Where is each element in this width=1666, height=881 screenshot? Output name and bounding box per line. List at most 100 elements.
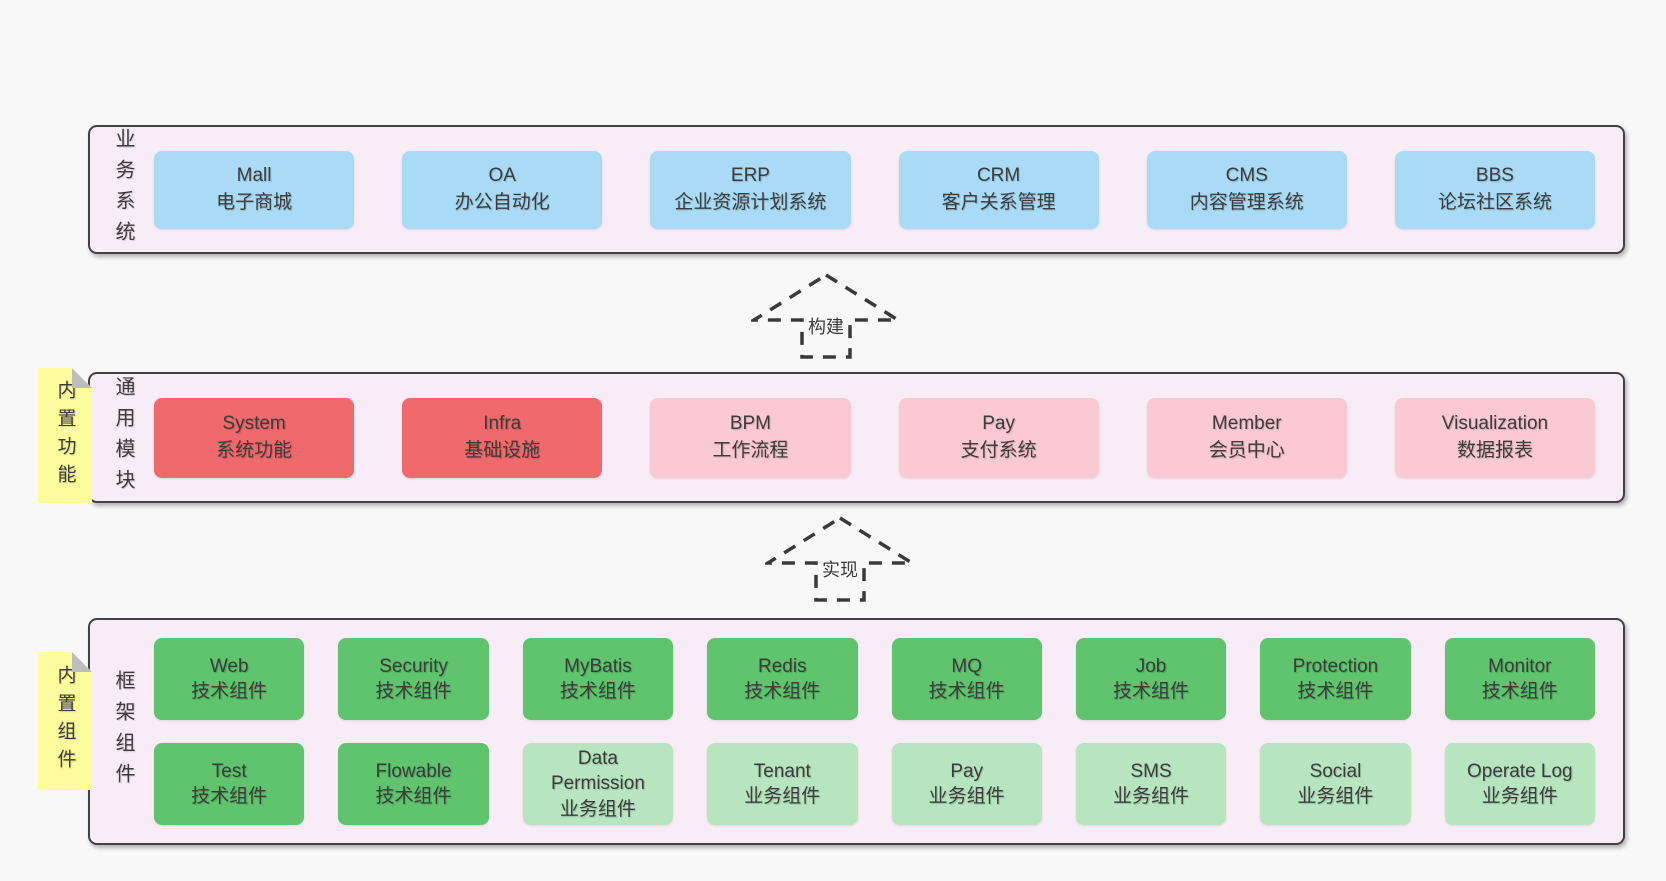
box-tenant: Tenant 业务组件 [707,743,858,825]
arrow-implement: 实现 [765,515,915,603]
box-pay-component: Pay 业务组件 [891,743,1042,825]
box-visualization: Visualization 数据报表 [1394,397,1596,478]
box-subtitle: 论坛社区系统 [1437,191,1552,213]
box-subtitle: 会员中心 [1208,439,1285,461]
box-subtitle: 业务组件 [1297,786,1374,807]
box-monitor: Monitor 技术组件 [1444,638,1595,720]
box-title: Operate Log [1466,760,1573,782]
box-bpm: BPM 工作流程 [650,397,851,478]
box-title: Test [211,760,247,782]
box-erp: ERP 企业资源计划系统 [650,150,851,229]
box-protection: Protection 技术组件 [1260,638,1411,720]
box-title: MQ [951,655,982,677]
box-subtitle: 业务组件 [928,786,1005,807]
sticky-label: 内置功能 [54,379,76,492]
box-subtitle: 技术组件 [191,681,268,702]
box-title: Monitor [1488,655,1552,677]
box-title: SMS [1130,760,1172,782]
box-subtitle: 技术组件 [1113,681,1190,702]
box-title: CRM [976,164,1021,186]
box-subtitle: 技术组件 [375,786,452,807]
box-subtitle: 技术组件 [928,681,1005,702]
box-mall: Mall 电子商城 [154,150,355,229]
box-oa: OA 办公自动化 [402,150,603,229]
box-title: Flowable [375,760,452,782]
box-subtitle: 技术组件 [744,681,821,702]
box-title: Visualization [1441,412,1549,434]
box-title: Mall [236,164,272,186]
sticky-label: 内置组件 [54,665,76,777]
box-subtitle: 办公自动化 [454,191,550,213]
arrow-build: 构建 [751,272,901,360]
box-security: Security 技术组件 [338,638,489,720]
box-subtitle: 内容管理系统 [1189,191,1304,213]
box-title: Social [1309,760,1362,782]
box-crm: CRM 客户关系管理 [898,150,1099,229]
box-title: OA [488,164,516,186]
box-title: Protection [1292,655,1379,677]
layer-label-business: 业务系统 [112,127,134,252]
box-title: Redis [758,655,807,677]
arrow-implement-label: 实现 [818,555,862,583]
dashed-up-arrow-icon [765,515,915,602]
modules-box-row: System 系统功能 Infra 基础设施 BPM 工作流程 Pay 支付系统… [154,397,1596,478]
box-subtitle: 技术组件 [1297,681,1374,702]
box-subtitle: 支付系统 [960,439,1037,461]
business-box-row: Mall 电子商城 OA 办公自动化 ERP 企业资源计划系统 CRM 客户关系… [154,150,1596,229]
box-title: System [222,412,286,434]
box-bbs: BBS 论坛社区系统 [1394,150,1596,229]
box-subtitle: 技术组件 [559,681,636,702]
box-title: Security [379,655,448,677]
box-subtitle: 技术组件 [191,786,268,807]
box-title: Web [209,655,249,677]
box-sms: SMS 业务组件 [1075,743,1227,825]
box-title: ERP [730,164,770,186]
box-pay-module: Pay 支付系统 [898,397,1099,478]
box-redis: Redis 技术组件 [707,638,858,720]
box-member: Member 会员中心 [1146,397,1347,478]
box-title: Job [1135,655,1167,677]
box-title: Pay [950,760,984,782]
box-system: System 系统功能 [154,397,355,478]
box-subtitle: 基础设施 [464,439,541,461]
box-subtitle: 技术组件 [375,681,452,702]
box-subtitle: 业务组件 [1481,786,1558,807]
box-title: Tenant [753,760,811,782]
box-title: MyBatis [564,655,632,677]
box-title: Data Permission [550,748,645,795]
layer-label-modules: 通用模块 [112,375,134,500]
layer-business-systems: 业务系统 Mall 电子商城 OA 办公自动化 ERP 企业资源计划系统 CRM… [88,125,1625,254]
box-subtitle: 客户关系管理 [941,191,1056,213]
box-job: Job 技术组件 [1075,638,1227,720]
box-mq: MQ 技术组件 [891,638,1042,720]
box-title: BPM [729,412,772,434]
layer-common-modules: 通用模块 System 系统功能 Infra 基础设施 BPM 工作流程 Pay… [88,372,1625,503]
box-title: BBS [1475,164,1514,186]
layer-label-components: 框架组件 [112,669,134,794]
box-test: Test 技术组件 [154,743,305,825]
box-social: Social 业务组件 [1260,743,1411,825]
box-subtitle: 企业资源计划系统 [674,191,827,213]
sticky-note-builtin-features: 内置功能 [38,368,92,503]
box-data-permission: Data Permission 业务组件 [522,743,674,825]
box-title: Member [1211,412,1282,434]
sticky-note-builtin-components: 内置组件 [38,652,92,790]
box-subtitle: 工作流程 [712,439,789,461]
box-infra: Infra 基础设施 [402,397,603,478]
box-subtitle: 业务组件 [744,786,821,807]
box-subtitle: 数据报表 [1456,439,1533,461]
box-subtitle: 技术组件 [1481,681,1558,702]
box-title: Pay [982,412,1015,434]
box-title: CMS [1225,164,1268,186]
box-mybatis: MyBatis 技术组件 [522,638,674,720]
layer-framework-components: 框架组件 Web 技术组件 Security 技术组件 MyBatis 技术组件… [88,618,1625,845]
box-flowable: Flowable 技术组件 [338,743,489,825]
components-box-grid: Web 技术组件 Security 技术组件 MyBatis 技术组件 Redi… [154,638,1595,825]
box-subtitle: 业务组件 [559,798,636,820]
box-subtitle: 系统功能 [216,439,293,461]
box-title: Infra [483,412,522,434]
arrow-build-label: 构建 [804,312,848,340]
box-cms: CMS 内容管理系统 [1146,150,1347,229]
box-web: Web 技术组件 [154,638,305,720]
